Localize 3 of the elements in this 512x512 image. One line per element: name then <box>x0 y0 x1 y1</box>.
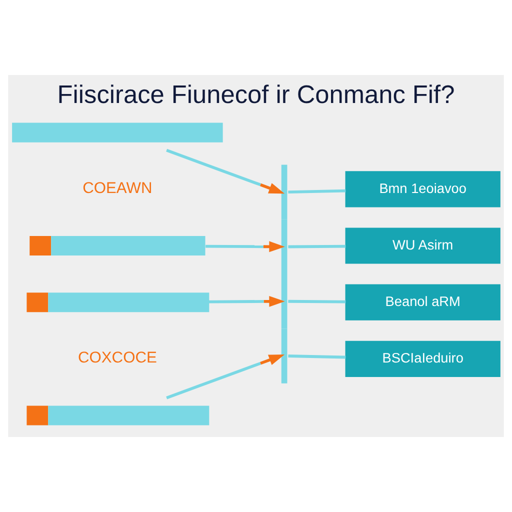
label: COEAWN <box>82 180 152 197</box>
label: COXCOCE <box>78 350 157 367</box>
diagram-title: Fiiscirace Fiunecof ir Conmanc Fif? <box>57 81 455 110</box>
